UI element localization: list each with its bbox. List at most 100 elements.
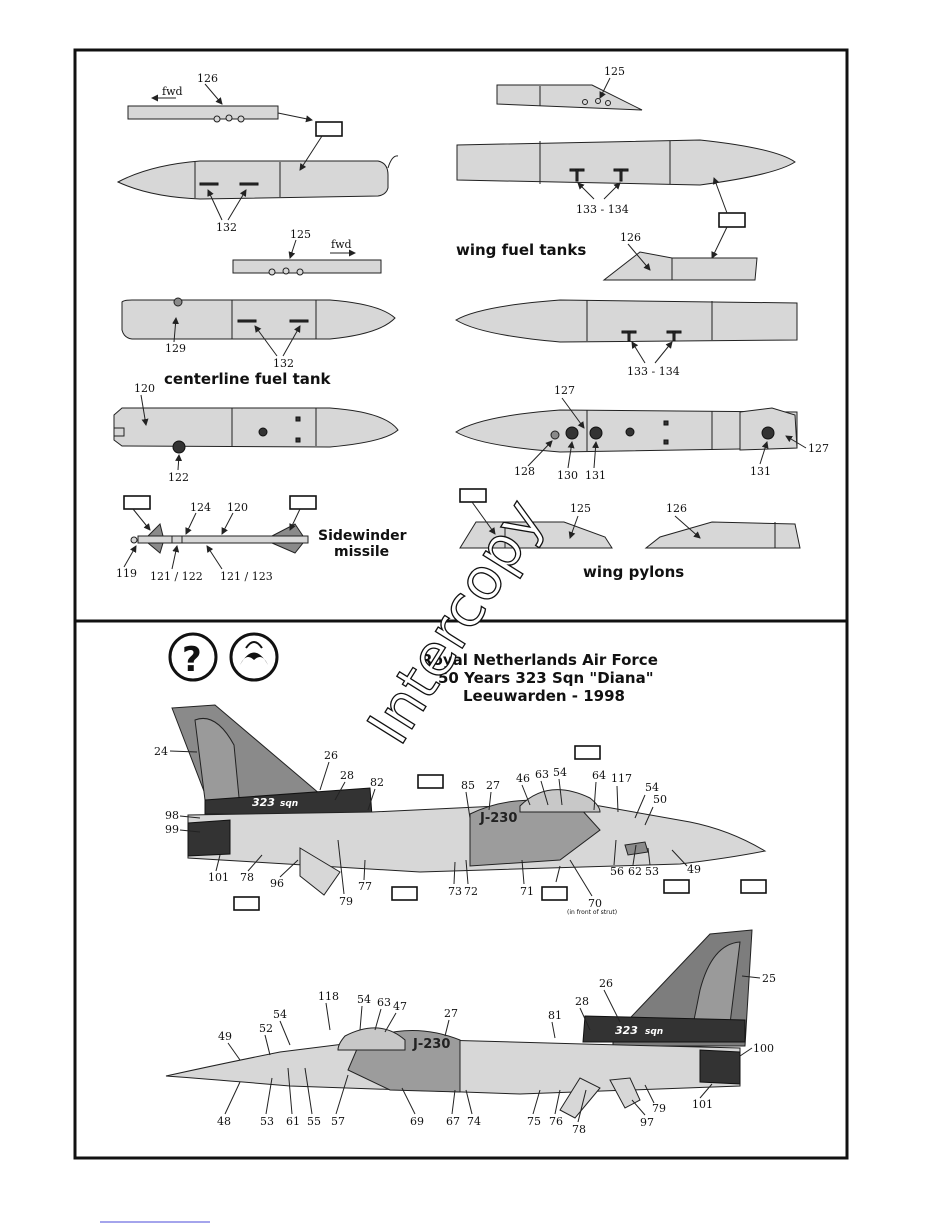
svg-text:57: 57 — [331, 1115, 345, 1128]
svg-text:73: 73 — [448, 885, 462, 898]
callout: 130 — [557, 469, 578, 482]
callout: 122 — [168, 471, 189, 484]
centerline-tank-side-1 — [116, 155, 399, 200]
aircraft-profile-right: J-230 323 sqn — [165, 929, 753, 1119]
sidewinder-missile — [130, 523, 309, 554]
svg-text:46: 46 — [516, 772, 530, 785]
sheet-frame — [73, 48, 849, 1160]
callout: 121 / 122 — [150, 570, 203, 583]
svg-text:sqn: sqn — [645, 1027, 663, 1037]
centerline-tank-side-2 — [121, 297, 396, 340]
callout: 131 — [750, 465, 771, 478]
svg-text:48: 48 — [217, 1115, 231, 1128]
profile2-callouts: 118 54 63 47 27 81 28 26 25 49 52 54 100… — [217, 972, 776, 1136]
callout: 120 — [134, 382, 155, 395]
svg-text:28: 28 — [340, 769, 354, 782]
callout: 126 — [197, 72, 218, 85]
wing-pylon-right — [644, 521, 801, 549]
svg-text:27: 27 — [486, 779, 500, 792]
svg-text:97: 97 — [640, 1116, 654, 1129]
profile1-callouts: 24 26 28 82 85 27 46 63 54 64 117 54 50 … — [154, 745, 701, 916]
svg-text:78: 78 — [572, 1123, 586, 1136]
sidewinder-title-2: missile — [334, 544, 389, 560]
svg-text:71: 71 — [520, 885, 534, 898]
svg-text:J-230: J-230 — [412, 1037, 450, 1052]
fwd-label: fwd — [331, 238, 352, 251]
scheme-title-line3: Leeuwarden - 1998 — [463, 687, 625, 705]
svg-text:323: 323 — [615, 1024, 638, 1037]
svg-text:101: 101 — [692, 1098, 713, 1111]
callout: 126 — [620, 231, 641, 244]
svg-text:72: 72 — [464, 885, 478, 898]
wing-tank-pylon-2 — [602, 251, 758, 281]
help-icon: ? — [168, 632, 218, 682]
wing-tank-pylon-1 — [496, 84, 643, 111]
svg-text:81: 81 — [548, 1009, 562, 1022]
svg-text:54: 54 — [645, 781, 659, 794]
callout: 133 - 134 — [627, 365, 680, 378]
svg-text:26: 26 — [324, 749, 338, 762]
svg-text:28: 28 — [575, 995, 589, 1008]
svg-text:52: 52 — [259, 1022, 273, 1035]
svg-text:53: 53 — [645, 865, 659, 878]
callout: 132 — [216, 221, 237, 234]
svg-text:55: 55 — [307, 1115, 321, 1128]
callout: 127 — [554, 384, 575, 397]
wing-tank-bottom — [455, 407, 798, 453]
svg-text:53: 53 — [260, 1115, 274, 1128]
svg-text:96: 96 — [270, 877, 284, 890]
svg-text:78: 78 — [240, 871, 254, 884]
svg-text:69: 69 — [410, 1115, 424, 1128]
aircraft-profile-left: J-230 323 sqn — [171, 704, 767, 896]
callout: 128 — [514, 465, 535, 478]
svg-text:54: 54 — [273, 1008, 287, 1021]
callout: 133 - 134 — [576, 203, 629, 216]
callout: 120 — [227, 501, 248, 514]
centerline-pylon-top — [127, 105, 313, 123]
svg-text:79: 79 — [339, 895, 353, 908]
svg-text:61: 61 — [286, 1115, 300, 1128]
svg-text:67: 67 — [446, 1115, 460, 1128]
svg-text:sqn: sqn — [280, 799, 298, 809]
svg-text:79: 79 — [652, 1102, 666, 1115]
scheme-title-line2: 50 Years 323 Sqn "Diana" — [438, 669, 654, 687]
svg-text:77: 77 — [358, 880, 372, 893]
svg-text:J-230: J-230 — [479, 811, 517, 826]
callout: 127 — [808, 442, 829, 455]
fwd-label: fwd — [162, 85, 183, 98]
callout: 129 — [165, 342, 186, 355]
svg-text:64: 64 — [592, 769, 606, 782]
svg-text:54: 54 — [553, 766, 567, 779]
wing-tank-side-1 — [456, 139, 796, 186]
centerline-pylon-bottom — [232, 259, 382, 276]
svg-text:?: ? — [182, 640, 202, 680]
svg-text:24: 24 — [154, 745, 168, 758]
svg-text:75: 75 — [527, 1115, 541, 1128]
svg-text:47: 47 — [393, 1000, 407, 1013]
sidewinder-title-1: Sidewinder — [318, 528, 407, 544]
callout: 125 — [604, 65, 625, 78]
svg-text:(in front of strut): (in front of strut) — [567, 909, 617, 916]
callout: 124 — [190, 501, 211, 514]
svg-text:85: 85 — [461, 779, 475, 792]
scheme-title-line1: Royal Netherlands Air Force — [421, 651, 658, 669]
svg-text:27: 27 — [444, 1007, 458, 1020]
eagle-icon — [229, 632, 279, 682]
callout: 121 / 123 — [220, 570, 273, 583]
wing-pylons-title: wing pylons — [583, 563, 684, 581]
svg-text:82: 82 — [370, 776, 384, 789]
svg-text:98: 98 — [165, 809, 179, 822]
svg-text:117: 117 — [611, 772, 632, 785]
centerline-tank-bottom — [113, 407, 399, 454]
svg-text:99: 99 — [165, 823, 179, 836]
callout: 119 — [116, 567, 137, 580]
callout: 132 — [273, 357, 294, 370]
svg-text:49: 49 — [687, 863, 701, 876]
wing-pylon-left — [459, 521, 613, 549]
svg-text:56: 56 — [610, 865, 624, 878]
flag-marker — [315, 121, 343, 137]
wing-tanks-title: wing fuel tanks — [456, 241, 586, 259]
svg-text:323: 323 — [252, 796, 275, 809]
svg-text:101: 101 — [208, 871, 229, 884]
